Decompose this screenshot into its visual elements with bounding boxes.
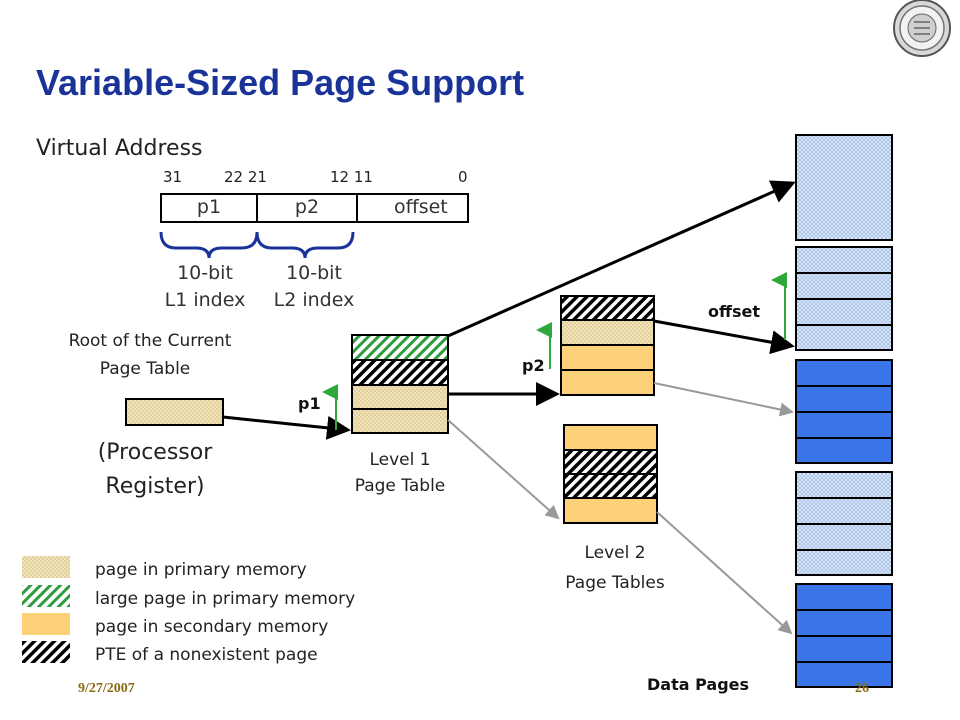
footer-page-number: 26 [855, 681, 869, 696]
virtual-address-heading: Virtual Address [36, 136, 203, 161]
legend-swatch-secondary [22, 613, 70, 635]
legend-text-primary: page in primary memory [95, 560, 307, 580]
bit-number-12-11: 12 11 [330, 168, 373, 186]
legend-text-secondary: page in secondary memory [95, 617, 329, 637]
l2-index-bits: 10-bit [286, 262, 342, 284]
level1-page-table [351, 334, 449, 434]
level1-label-line1: Level 1 [369, 450, 431, 470]
arrow-l2-to-data-page [653, 319, 795, 355]
bit-number-31: 31 [163, 168, 183, 186]
data-page-large [795, 134, 893, 241]
register-label-line2: Register) [105, 474, 205, 499]
level1-label-line2: Page Table [354, 476, 446, 496]
data-page-secondary-1 [795, 359, 893, 464]
arrow-root-to-l1 [222, 415, 351, 440]
offset-label: offset [708, 302, 760, 321]
p1-label: p1 [298, 394, 321, 413]
l1-index-label: L1 index [164, 289, 246, 311]
page-title: Variable-Sized Page Support [36, 62, 525, 103]
legend-swatches [22, 556, 70, 663]
field-p1: p1 [196, 196, 222, 218]
l1-index-bits: 10-bit [177, 262, 233, 284]
legend-swatch-large [22, 585, 70, 607]
data-page-primary-2 [795, 471, 893, 576]
bit-number-22-21: 22 21 [224, 168, 267, 186]
root-label-line1: Root of the Current [68, 331, 232, 351]
arrow-l1-to-l2-lower [447, 419, 560, 520]
level2-label-line2: Page Tables [565, 573, 665, 593]
legend-text-nonexistent: PTE of a nonexistent page [95, 645, 318, 665]
arrow-l1-to-large-page [447, 180, 796, 338]
footer-date: 9/27/2007 [78, 681, 135, 696]
field-p2: p2 [294, 196, 320, 218]
pointer-arrows [222, 180, 796, 635]
level2-page-table-upper [560, 295, 655, 396]
bit-number-0: 0 [458, 168, 468, 186]
legend-text-large: large page in primary memory [95, 589, 356, 609]
p2-label: p2 [522, 356, 545, 375]
virtual-address-register [160, 193, 469, 223]
legend-swatch-nonexistent [22, 641, 70, 663]
processor-register [125, 398, 224, 426]
data-pages-label: Data Pages [647, 675, 750, 694]
data-page-primary [795, 246, 893, 351]
legend-swatch-primary [22, 556, 70, 578]
level2-page-table-lower [563, 424, 658, 524]
level2-label-line1: Level 2 [584, 543, 646, 563]
arrow-l2-lower-to-secondary [656, 511, 793, 635]
root-label-line2: Page Table [99, 359, 191, 379]
arrow-l2-to-secondary [653, 382, 794, 417]
register-label-line1: (Processor [97, 440, 213, 465]
index-braces [159, 231, 355, 259]
l2-index-label: L2 index [273, 289, 355, 311]
data-page-secondary-2 [795, 583, 893, 688]
field-offset: offset [394, 196, 448, 218]
university-seal-logo [893, 0, 951, 57]
